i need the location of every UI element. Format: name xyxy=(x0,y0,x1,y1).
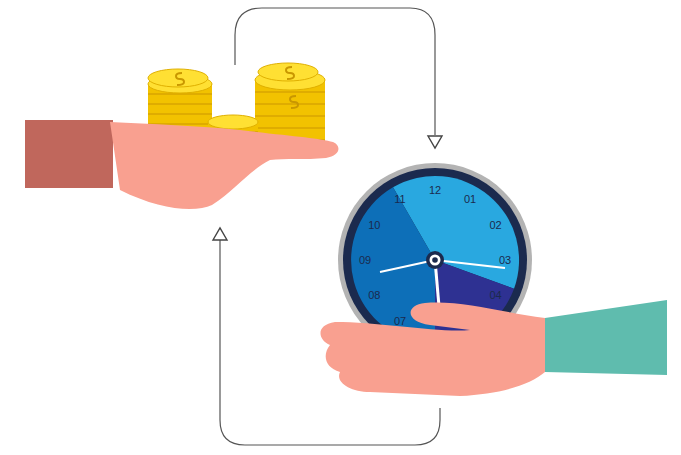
giving-hand xyxy=(110,122,338,209)
clock-number: 01 xyxy=(464,194,476,205)
clock-hands xyxy=(380,251,505,318)
clock-number: 03 xyxy=(499,255,511,266)
sleeve-cuff xyxy=(25,120,113,188)
clock-number: 08 xyxy=(368,290,380,301)
clock-number: 09 xyxy=(359,255,371,266)
sleeve-cuff xyxy=(545,300,667,375)
clock-number: 04 xyxy=(489,290,501,301)
clock-number: 07 xyxy=(394,315,406,326)
clock-number: 02 xyxy=(489,220,501,231)
clock-number: 12 xyxy=(429,185,441,196)
arrow-head xyxy=(428,136,442,148)
clock-dial: 12 01 02 03 04 07 08 09 10 11 xyxy=(337,162,533,358)
arrow-head xyxy=(213,228,227,240)
receiving-hand xyxy=(320,303,545,396)
cycle-line xyxy=(235,8,435,135)
clock-number: 11 xyxy=(394,194,405,205)
clock-number: 10 xyxy=(368,220,380,231)
